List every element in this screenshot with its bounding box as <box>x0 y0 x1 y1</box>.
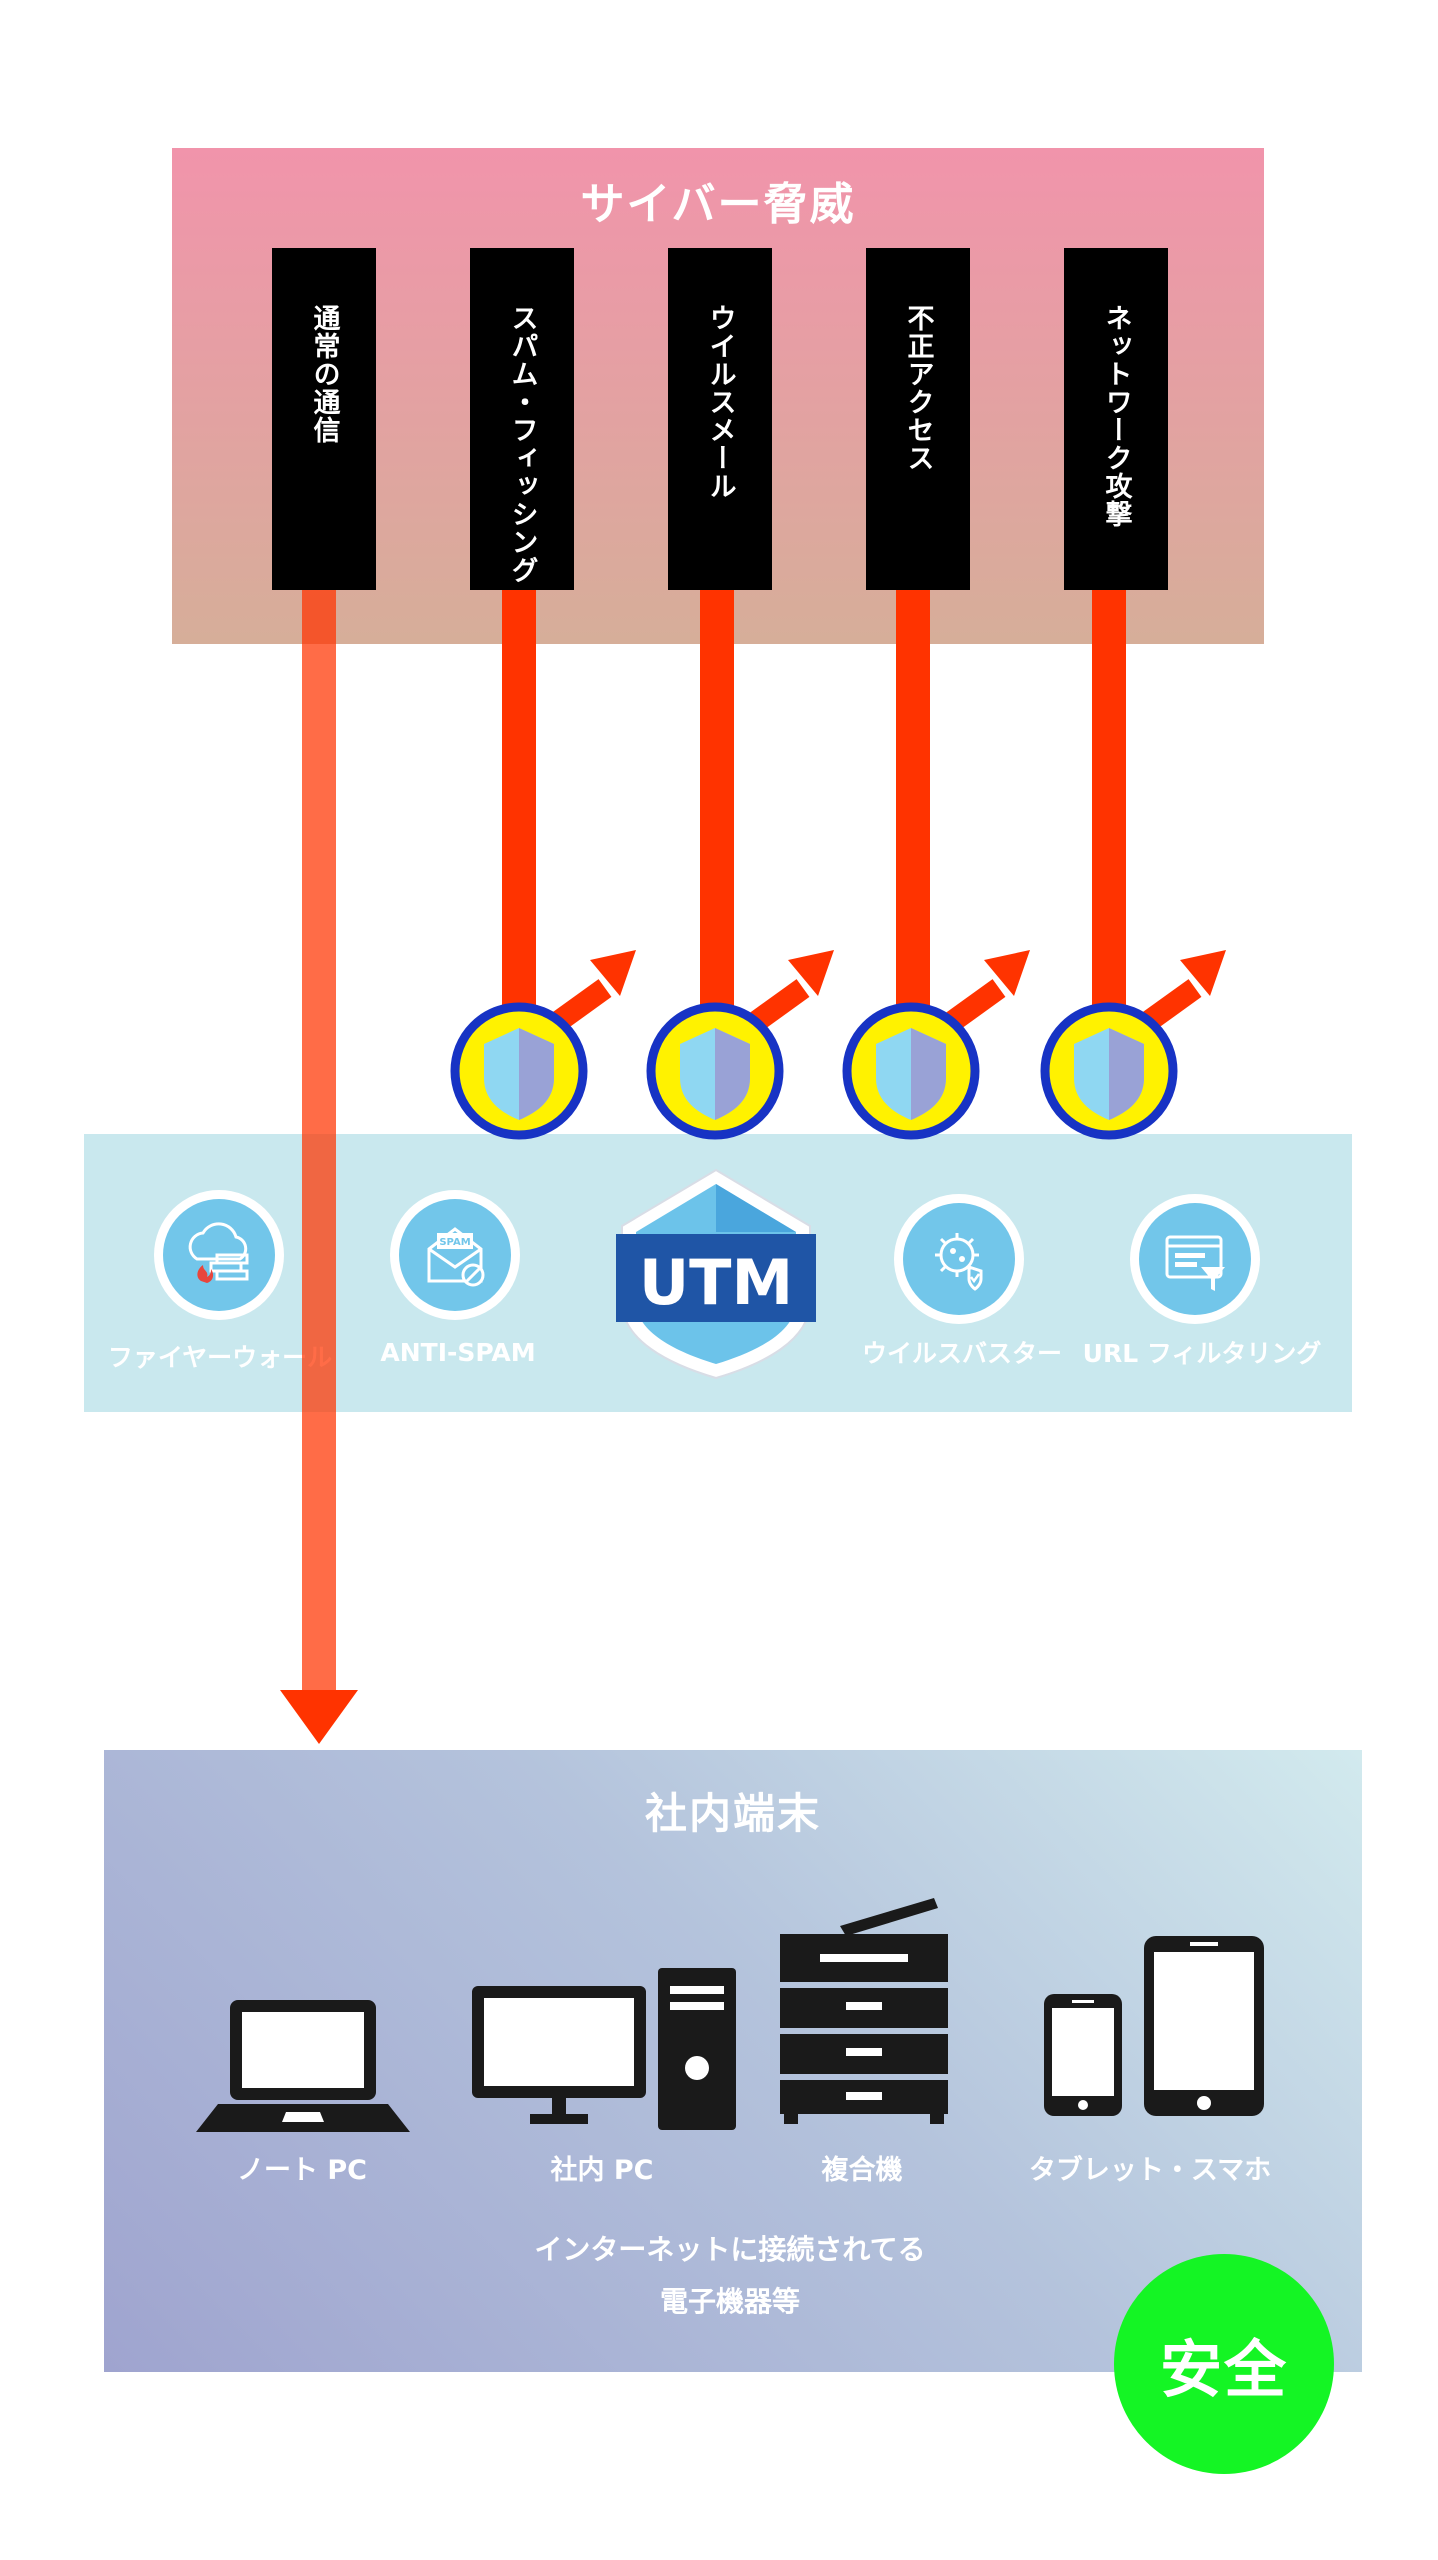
threat-normal-traffic: 通常の通信 <box>272 248 376 590</box>
threat-virus-mail: ウイルスメール <box>668 248 772 590</box>
url-filtering-icon <box>1130 1194 1260 1324</box>
utm-logo: UTM <box>614 1164 818 1388</box>
virus-buster-icon <box>894 1194 1024 1324</box>
anti-spam-icon: SPAM <box>390 1190 520 1320</box>
blocked-arrow-spam <box>502 590 636 1059</box>
firewall-icon <box>154 1190 284 1320</box>
threat-spam-phishing: スパム・フィッシング <box>470 248 574 590</box>
threat-label: ネットワーク攻撃 <box>1100 304 1132 528</box>
threat-label: 不正アクセス <box>902 304 934 472</box>
utm-logo-text: UTM <box>639 1246 793 1319</box>
shield-icon <box>842 1002 980 1140</box>
spam-icon-text: SPAM <box>439 1237 470 1248</box>
laptop-icon <box>196 2000 410 2132</box>
internal-terminals-title: 社内端末 <box>644 1789 821 1838</box>
tablet-smartphone-icon <box>1044 1936 1264 2116</box>
threat-network-attack: ネットワーク攻撃 <box>1064 248 1168 590</box>
device-label-desktop: 社内 PC <box>550 2155 654 2186</box>
blocked-arrow-unauthorized-access <box>896 590 1030 1059</box>
cyber-threats-title: サイバー脅威 <box>580 179 856 230</box>
shield-icon <box>1040 1002 1178 1140</box>
cyber-threats-panel: サイバー脅威 通常の通信 スパム・フィッシング ウイルスメール 不正アクセス ネ… <box>172 148 1264 644</box>
virus-buster-label: ウイルスバスター <box>861 1339 1063 1368</box>
anti-spam-label: ANTI-SPAM <box>380 1338 536 1367</box>
shield-icon <box>450 1002 588 1140</box>
threat-unauthorized-access: 不正アクセス <box>866 248 970 590</box>
blocked-arrow-virus-mail <box>700 590 834 1059</box>
threat-label: ウイルスメール <box>704 304 736 500</box>
threat-label: スパム・フィッシング <box>506 304 538 584</box>
blocked-arrow-network-attack <box>1092 590 1226 1059</box>
normal-traffic-arrow <box>280 590 358 1744</box>
url-filtering-label: URL フィルタリング <box>1082 1339 1322 1368</box>
note-line-1: インターネットに接続されてる <box>534 2233 926 2266</box>
device-label-printer: 複合機 <box>821 2155 903 2186</box>
shield-icon <box>646 1002 784 1140</box>
device-label-laptop: ノート PC <box>236 2155 368 2186</box>
threat-label: 通常の通信 <box>308 304 340 444</box>
desktop-pc-icon <box>472 1968 736 2130</box>
firewall-label: ファイヤーウォール <box>107 1343 333 1372</box>
multifunction-printer-icon <box>780 1898 948 2124</box>
note-line-2: 電子機器等 <box>659 2285 800 2318</box>
device-label-tablet-smartphone: タブレット・スマホ <box>1028 2155 1272 2186</box>
safe-status-badge: 安全 <box>1114 2254 1334 2474</box>
